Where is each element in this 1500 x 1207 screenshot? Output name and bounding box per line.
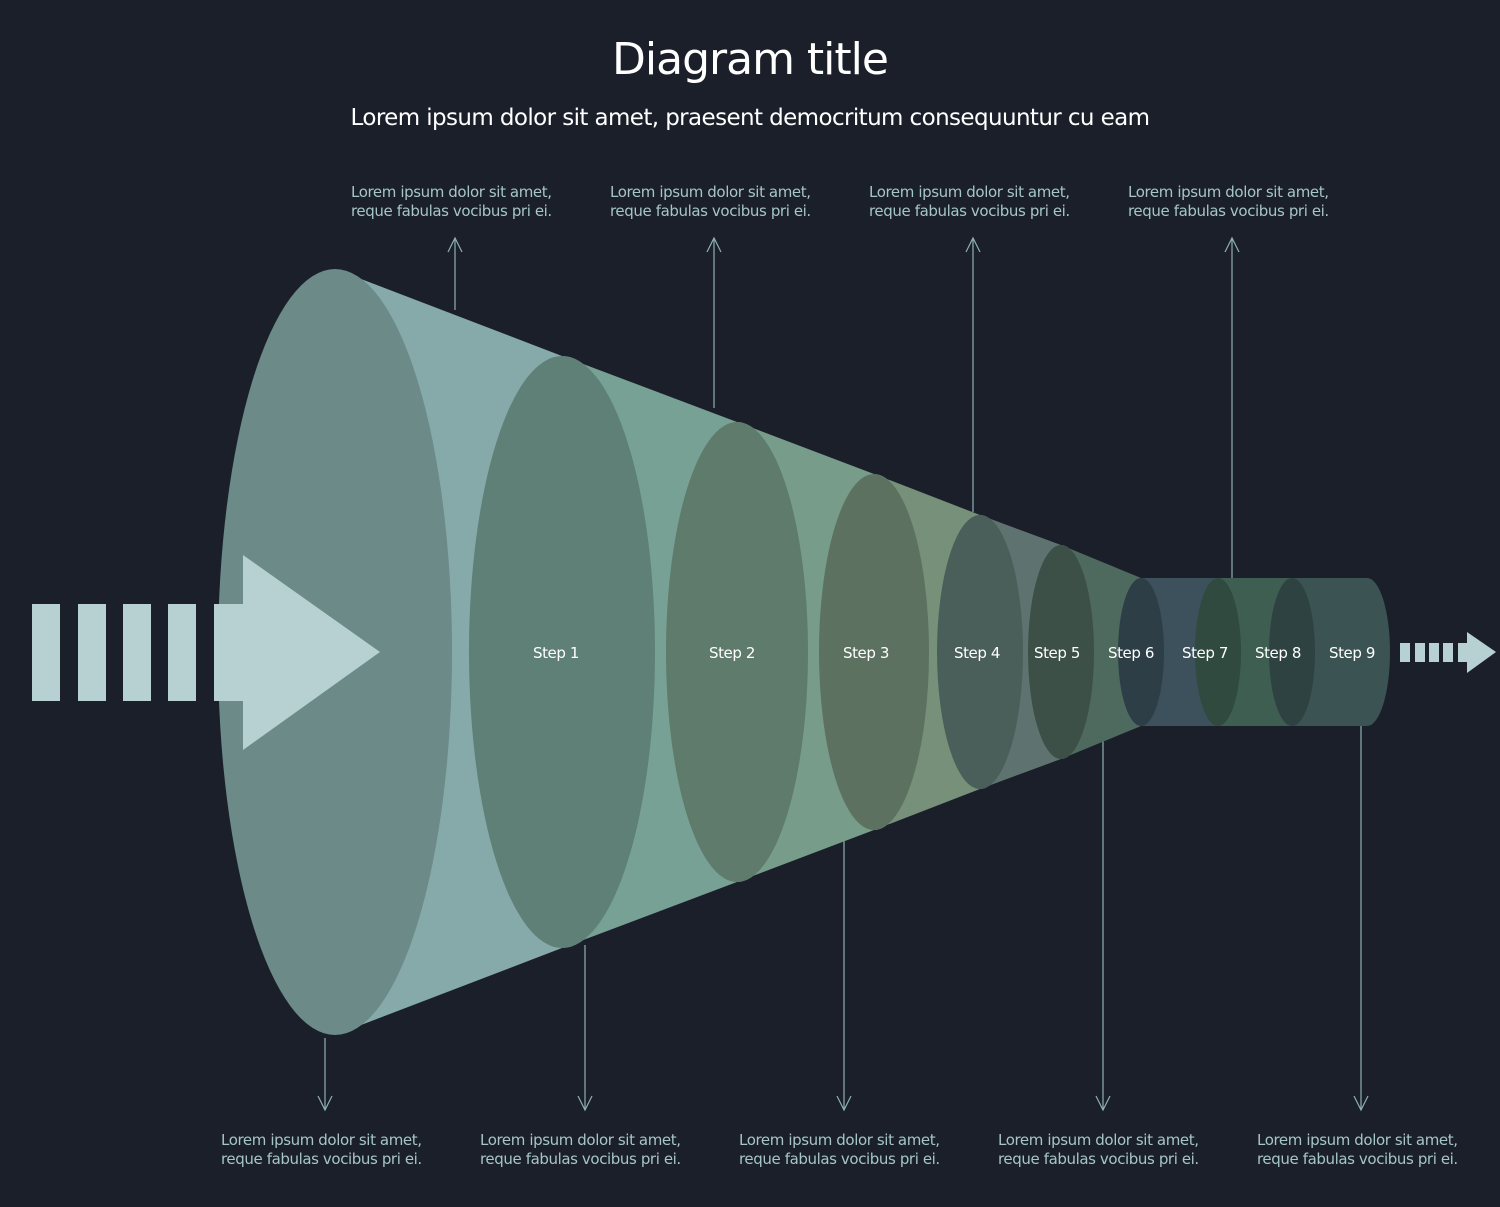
funnel-face: [819, 474, 929, 830]
arrow-down-icon: [1353, 1095, 1369, 1112]
output-bar: [1429, 643, 1439, 662]
step-label: Step 9: [1329, 644, 1375, 662]
arrow-down-icon: [1095, 1095, 1111, 1112]
input-bar: [78, 604, 106, 701]
note-bottom-5: Lorem ipsum dolor sit amet,reque fabulas…: [1257, 1131, 1458, 1169]
output-bar: [1443, 643, 1453, 662]
note-bottom-1: Lorem ipsum dolor sit amet,reque fabulas…: [221, 1131, 422, 1169]
funnel-face: [1028, 545, 1094, 759]
arrow-down-icon: [836, 1095, 852, 1112]
step-label: Step 3: [843, 644, 889, 662]
note-line: Lorem ipsum dolor sit amet,: [1128, 183, 1329, 201]
note-bottom-4: Lorem ipsum dolor sit amet,reque fabulas…: [998, 1131, 1199, 1169]
note-line: reque fabulas vocibus pri ei.: [610, 202, 811, 220]
note-line: Lorem ipsum dolor sit amet,: [1257, 1131, 1458, 1149]
funnel-face: [1118, 578, 1164, 726]
step-label: Step 6: [1108, 644, 1154, 662]
note-bottom-2: Lorem ipsum dolor sit amet,reque fabulas…: [480, 1131, 681, 1169]
funnel-face: [937, 515, 1023, 789]
step-label: Step 8: [1255, 644, 1301, 662]
step-label: Step 5: [1034, 644, 1080, 662]
input-bar: [168, 604, 196, 701]
arrow-down-icon: [577, 1095, 593, 1112]
note-line: reque fabulas vocibus pri ei.: [998, 1150, 1199, 1168]
note-line: Lorem ipsum dolor sit amet,: [739, 1131, 940, 1149]
note-line: Lorem ipsum dolor sit amet,: [998, 1131, 1199, 1149]
note-line: reque fabulas vocibus pri ei.: [221, 1150, 422, 1168]
funnel-face: [1195, 578, 1241, 726]
note-line: Lorem ipsum dolor sit amet,: [480, 1131, 681, 1149]
note-line: reque fabulas vocibus pri ei.: [1257, 1150, 1458, 1168]
step-label: Step 4: [954, 644, 1000, 662]
funnel-segment: [1292, 578, 1390, 726]
arrow-up-icon: [965, 236, 981, 253]
funnel-face: [1269, 578, 1315, 726]
note-top-3: Lorem ipsum dolor sit amet,reque fabulas…: [869, 183, 1070, 221]
note-line: reque fabulas vocibus pri ei.: [739, 1150, 940, 1168]
step-label: Step 7: [1182, 644, 1228, 662]
note-line: Lorem ipsum dolor sit amet,: [221, 1131, 422, 1149]
note-line: Lorem ipsum dolor sit amet,: [351, 183, 552, 201]
arrow-up-icon: [447, 236, 463, 253]
note-line: reque fabulas vocibus pri ei.: [480, 1150, 681, 1168]
output-bar: [1400, 643, 1410, 662]
funnel-face: [666, 422, 808, 882]
input-bar: [123, 604, 151, 701]
arrow-up-icon: [1224, 236, 1240, 253]
output-bar: [1415, 643, 1425, 662]
note-line: reque fabulas vocibus pri ei.: [1128, 202, 1329, 220]
input-bar: [32, 604, 60, 701]
step-label: Step 1: [533, 644, 579, 662]
diagram-title: Diagram title: [612, 34, 889, 85]
arrow-up-icon: [706, 236, 722, 253]
funnel-face: [469, 356, 655, 948]
note-bottom-3: Lorem ipsum dolor sit amet,reque fabulas…: [739, 1131, 940, 1169]
input-arrow-icon: [214, 555, 380, 750]
note-line: Lorem ipsum dolor sit amet,: [610, 183, 811, 201]
diagram-subtitle: Lorem ipsum dolor sit amet, praesent dem…: [350, 105, 1151, 131]
step-label: Step 2: [709, 644, 755, 662]
note-top-2: Lorem ipsum dolor sit amet,reque fabulas…: [610, 183, 811, 221]
output-arrow-icon: [1458, 632, 1496, 673]
note-top-4: Lorem ipsum dolor sit amet,reque fabulas…: [1128, 183, 1329, 221]
note-line: Lorem ipsum dolor sit amet,: [869, 183, 1070, 201]
note-line: reque fabulas vocibus pri ei.: [869, 202, 1070, 220]
note-top-1: Lorem ipsum dolor sit amet,reque fabulas…: [351, 183, 552, 221]
arrow-down-icon: [317, 1095, 333, 1112]
note-line: reque fabulas vocibus pri ei.: [351, 202, 552, 220]
